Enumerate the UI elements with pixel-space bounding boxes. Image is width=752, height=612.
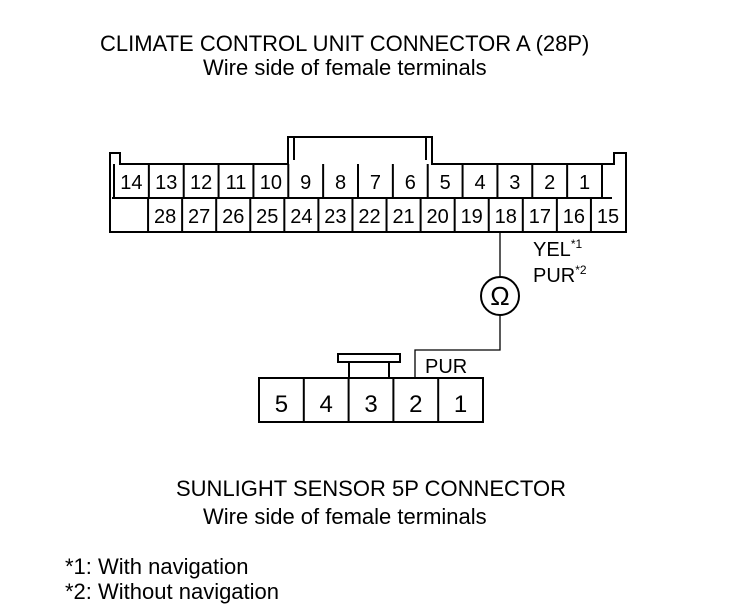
sensor-connector: 5 4 3 2 1 — [258, 353, 484, 423]
terminal-label: 11 — [226, 172, 247, 194]
sensor-terminal-label: 3 — [364, 391, 377, 418]
terminal-label: 7 — [370, 172, 381, 194]
terminal-label: 19 — [461, 206, 483, 228]
ohm-symbol: Ω — [490, 281, 509, 311]
sensor-title: SUNLIGHT SENSOR 5P CONNECTOR — [176, 476, 566, 501]
terminal-label: 27 — [188, 206, 210, 228]
connector-a-subtitle: Wire side of female terminals — [203, 55, 487, 80]
terminal-label: 14 — [120, 172, 142, 194]
terminal-label: 9 — [300, 172, 311, 194]
terminal-label: 3 — [509, 172, 520, 194]
footnote-2: *2: Without navigation — [65, 579, 279, 604]
sensor-terminal-label: 4 — [320, 391, 333, 418]
wire-color-pur: PUR*2 — [533, 263, 587, 287]
sensor-terminal-label: 5 — [275, 391, 288, 418]
terminal-label: 4 — [474, 172, 485, 194]
terminal-label: 26 — [222, 206, 244, 228]
terminal-label: 6 — [405, 172, 416, 194]
terminal-label: 15 — [597, 206, 619, 228]
connector-a-title: CLIMATE CONTROL UNIT CONNECTOR A (28P) — [100, 31, 589, 56]
wire-to-sensor-terminal-2 — [414, 315, 501, 378]
sensor-wire-color-pur: PUR — [425, 356, 467, 378]
sensor-connector-lock-cap — [337, 353, 401, 363]
footnote-1: *1: With navigation — [65, 554, 248, 579]
wire-color-yel: YEL*1 — [533, 237, 582, 261]
terminal-label: 8 — [335, 172, 346, 194]
sensor-connector-pins: 5 4 3 2 1 — [275, 378, 467, 422]
terminal-label: 24 — [290, 206, 312, 228]
terminal-label: 17 — [529, 206, 551, 228]
sensor-connector-lock-stem — [348, 362, 390, 378]
sensor-subtitle: Wire side of female terminals — [203, 504, 487, 529]
connector-a-lock-tab — [287, 137, 433, 160]
terminal-label: 21 — [392, 206, 414, 228]
terminal-label: 23 — [324, 206, 346, 228]
terminal-label: 10 — [260, 172, 282, 194]
sensor-terminal-label: 2 — [409, 391, 422, 418]
terminal-label: 2 — [544, 172, 555, 194]
terminal-label: 22 — [358, 206, 380, 228]
terminal-label: 18 — [495, 206, 517, 228]
sensor-terminal-label: 1 — [454, 391, 467, 418]
terminal-label: 1 — [579, 172, 590, 194]
terminal-label: 5 — [440, 172, 451, 194]
sensor-connector-outline — [258, 377, 484, 423]
terminal-label: 20 — [427, 206, 449, 228]
terminal-label: 13 — [155, 172, 177, 194]
terminal-label: 16 — [563, 206, 585, 228]
terminal-label: 28 — [154, 206, 176, 228]
terminal-label: 12 — [190, 172, 212, 194]
connector-a-top-row: 14 13 12 11 10 9 8 7 6 5 4 3 2 1 — [113, 164, 603, 198]
terminal-label: 25 — [256, 206, 278, 228]
connector-a-bottom-row: 28 27 26 25 24 23 22 21 20 19 18 17 16 15 — [147, 198, 619, 232]
